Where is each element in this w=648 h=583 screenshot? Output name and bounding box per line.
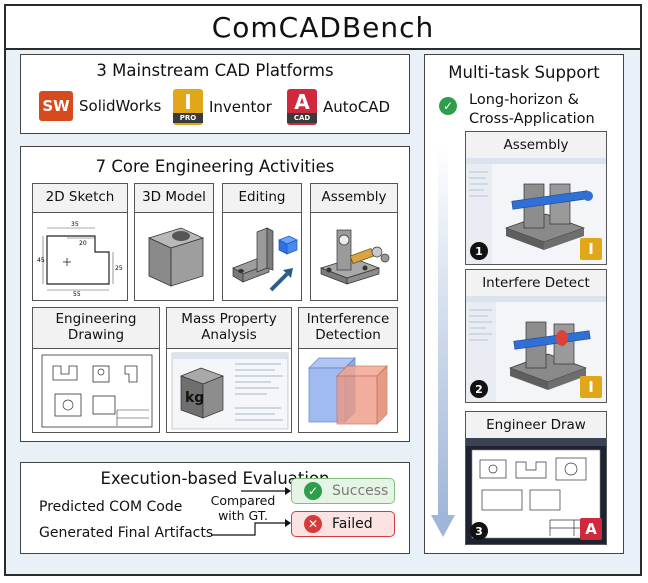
failed-label: Failed [332,516,373,532]
activity-assembly: Assembly [310,183,398,301]
check-circle-icon: ✓ [439,97,457,115]
activity-label: Editing [223,184,301,213]
dim-label: 20 [79,240,87,247]
solidworks-logo-text: SW [42,97,70,115]
step-label: Engineer Draw [466,412,606,439]
success-badge: ✓ Success [291,478,395,504]
activity-interference: Interference Detection [298,307,398,433]
step-label: Interfere Detect [466,270,606,297]
activities-panel: 7 Core Engineering Activities 2D Sketch … [20,146,410,442]
evaluation-panel: Execution-based Evaluation Predicted COM… [20,462,410,554]
solidworks-logo-icon: SW [39,91,73,121]
platform-autocad: A CAD AutoCAD [287,89,390,125]
activity-label: Engineering Drawing [33,308,159,349]
eval-input-code: Predicted COM Code [39,499,183,515]
activity-label: Interference Detection [299,308,397,349]
compare-arrows [211,487,291,536]
platform-label: Inventor [209,98,272,116]
activity-editing: Editing [222,183,302,301]
activity-3d-model: 3D Model [134,183,214,301]
cross-icon: ✕ [304,515,322,533]
dim-label: 35 [71,221,79,228]
platforms-header: 3 Mainstream CAD Platforms [96,61,334,80]
flow-arrow [431,143,455,537]
activity-2d-sketch: 2D Sketch 35 20 45 25 55 [32,183,128,301]
platform-solidworks: SW SolidWorks [39,91,161,121]
autocad-app-icon: A [580,518,602,540]
interference-cubes-icon [308,357,388,425]
activity-label: 3D Model [135,184,213,213]
sketch-drawing: 35 20 45 25 55 [37,221,123,298]
inventor-app-icon: I [580,376,602,398]
compare-label: Compared with GT. [210,493,276,523]
activity-mass-property: Mass Property Analysis kg [166,307,292,433]
evaluation-header: Execution-based Evaluation [100,469,330,488]
activity-label: Assembly [311,184,397,213]
platform-label: SolidWorks [79,97,162,115]
activities-header: 7 Core Engineering Activities [95,157,335,176]
step-number-badge: 2 [470,380,488,398]
inventor-logo-text: I [184,90,192,114]
activity-label: 2D Sketch [33,184,127,213]
activity-engineering-drawing: Engineering Drawing [32,307,160,433]
step-screenshot [466,438,606,544]
step-label: Assembly [466,132,606,159]
success-label: Success [332,483,389,499]
mass-kg-label: kg [185,390,204,406]
failed-badge: ✕ Failed [291,511,395,537]
dim-label: 55 [73,291,81,298]
platform-inventor: I PRO Inventor [173,89,272,125]
inventor-logo-icon: I PRO [173,89,203,125]
eval-input-artifacts: Generated Final Artifacts [39,525,214,541]
multitask-panel: Multi-task Support ✓ Long-horizon & Cros… [424,54,624,554]
dim-label: 45 [37,257,45,264]
autocad-logo-text: A [294,90,310,114]
autocad-logo-icon: A CAD [287,89,317,125]
step-interfere-detect: Interfere Detect 2 I [465,269,607,403]
step-assembly: Assembly 1 I [465,131,607,265]
assembly-part-icon [319,229,390,285]
inventor-app-icon: I [580,238,602,260]
page-title: ComCADBench [6,6,640,50]
cube-with-hole-icon [147,227,205,287]
dim-label: 25 [115,265,123,272]
multitask-subtitle: Long-horizon & Cross-Application [469,92,595,127]
autocad-logo-sub: CAD [287,113,317,123]
platforms-panel: 3 Mainstream CAD Platforms SW SolidWorks… [20,54,410,134]
step-number-badge: 3 [470,522,488,540]
engineering-drawing-sheet [41,354,153,428]
activity-label: Mass Property Analysis [167,308,291,349]
editing-part-icon [232,227,298,292]
mass-property-dialog: kg [171,352,289,430]
inventor-logo-sub: PRO [173,113,203,123]
multitask-header: Multi-task Support [448,63,600,82]
step-engineer-draw: Engineer Draw 3 A [465,411,607,545]
check-icon: ✓ [304,482,322,500]
platform-label: AutoCAD [323,98,391,116]
step-number-badge: 1 [470,242,488,260]
step-screenshot [466,296,606,402]
